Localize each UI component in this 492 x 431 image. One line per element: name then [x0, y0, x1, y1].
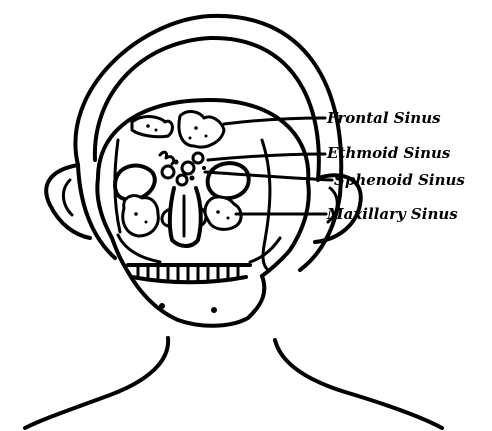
nasal-septum: [162, 188, 206, 246]
frontal-sinus-label: Frontal Sinus: [326, 109, 441, 127]
leader-frontal: [224, 118, 325, 124]
maxillary-sinus: [123, 196, 241, 236]
frontal-sinus: [132, 112, 224, 148]
teeth: [128, 265, 250, 313]
maxillary-sinus-label: Maxillary Sinus: [326, 205, 458, 223]
neck-shoulders: [25, 338, 442, 428]
labels: Frontal Sinus Ethmoid Sinus Sphenoid Sin…: [326, 109, 465, 223]
ethmoid-sinus-label: Ethmoid Sinus: [326, 144, 451, 162]
sphenoid-sinus-label: Sphenoid Sinus: [334, 171, 465, 189]
ethmoid-sinus: [160, 152, 206, 185]
